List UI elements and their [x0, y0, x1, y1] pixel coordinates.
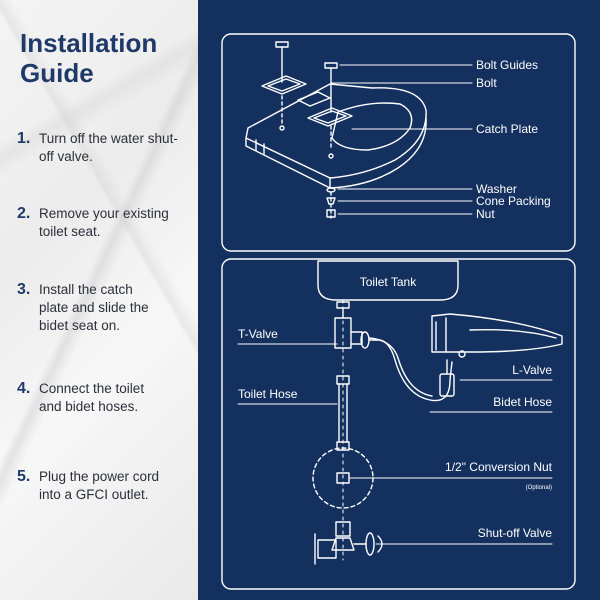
- step-text: Turn off the water shut-off valve.: [39, 131, 178, 164]
- conversion-nut-shape: [336, 472, 350, 484]
- diagram-svg: Bolt Guides Bolt Catch Plate Washer Cone…: [221, 33, 576, 590]
- shutoff-valve-shape: [314, 521, 383, 565]
- bolt-guide-left: [261, 75, 307, 95]
- step-text: Plug the power cord into a GFCI outlet.: [39, 469, 160, 502]
- diagram-panel: Bolt Guides Bolt Catch Plate Washer Cone…: [198, 0, 600, 600]
- step-number: 3.: [17, 281, 31, 298]
- seat-diagram-frame: [221, 33, 576, 252]
- label-bidet-hose: Bidet Hose: [493, 395, 552, 409]
- label-cone-packing: Cone Packing: [476, 194, 551, 208]
- label-shutoff-valve: Shut-off Valve: [478, 526, 553, 540]
- cone-packing-shape: [326, 197, 336, 205]
- step-text: Install the catch plate and slide the bi…: [39, 282, 149, 333]
- guide-title: Installation Guide: [20, 28, 158, 88]
- step-1: 1. Turn off the water shut-off valve.: [17, 130, 197, 166]
- catch-plate-shape: [297, 91, 331, 107]
- label-t-valve: T-Valve: [238, 327, 278, 341]
- step-4: 4. Connect the toilet and bidet hoses.: [17, 380, 197, 416]
- label-conversion-nut: 1/2" Conversion Nut: [445, 460, 553, 474]
- step-text: Remove your existing toilet seat.: [39, 206, 169, 239]
- t-valve-shape: [334, 301, 370, 349]
- label-optional: (Optional): [526, 485, 552, 491]
- step-number: 4.: [17, 380, 31, 397]
- toilet-hose-shape: [336, 375, 350, 451]
- bidet-seat-shape: [431, 313, 563, 358]
- label-toilet-tank: Toilet Tank: [360, 275, 417, 289]
- bolt-left: [275, 41, 289, 131]
- step-number: 5.: [17, 468, 31, 485]
- step-number: 1.: [17, 130, 31, 147]
- label-catch-plate: Catch Plate: [476, 122, 538, 136]
- step-3: 3. Install the catch plate and slide the…: [17, 281, 197, 335]
- bolt-right: [324, 62, 338, 219]
- label-washer: Washer: [476, 182, 517, 196]
- step-2: 2. Remove your existing toilet seat.: [17, 205, 197, 241]
- toilet-seat-illustration: [245, 83, 427, 189]
- step-5: 5. Plug the power cord into a GFCI outle…: [17, 468, 197, 504]
- label-nut: Nut: [476, 207, 495, 221]
- label-toilet-hose: Toilet Hose: [238, 387, 298, 401]
- hose-diagram-frame: [221, 258, 576, 590]
- nut-shape: [326, 209, 336, 218]
- toilet-tank-shape: [317, 260, 459, 301]
- washer-shape: [326, 187, 336, 193]
- step-text: Connect the toilet and bidet hoses.: [39, 381, 145, 414]
- label-l-valve: L-Valve: [512, 363, 552, 377]
- bolt-guide-right: [307, 107, 353, 127]
- label-bolt: Bolt: [476, 76, 497, 90]
- step-number: 2.: [17, 205, 31, 222]
- label-bolt-guides: Bolt Guides: [476, 58, 538, 72]
- instructions-panel: Installation Guide 1. Turn off the water…: [0, 0, 198, 600]
- l-valve-shape: [439, 359, 455, 397]
